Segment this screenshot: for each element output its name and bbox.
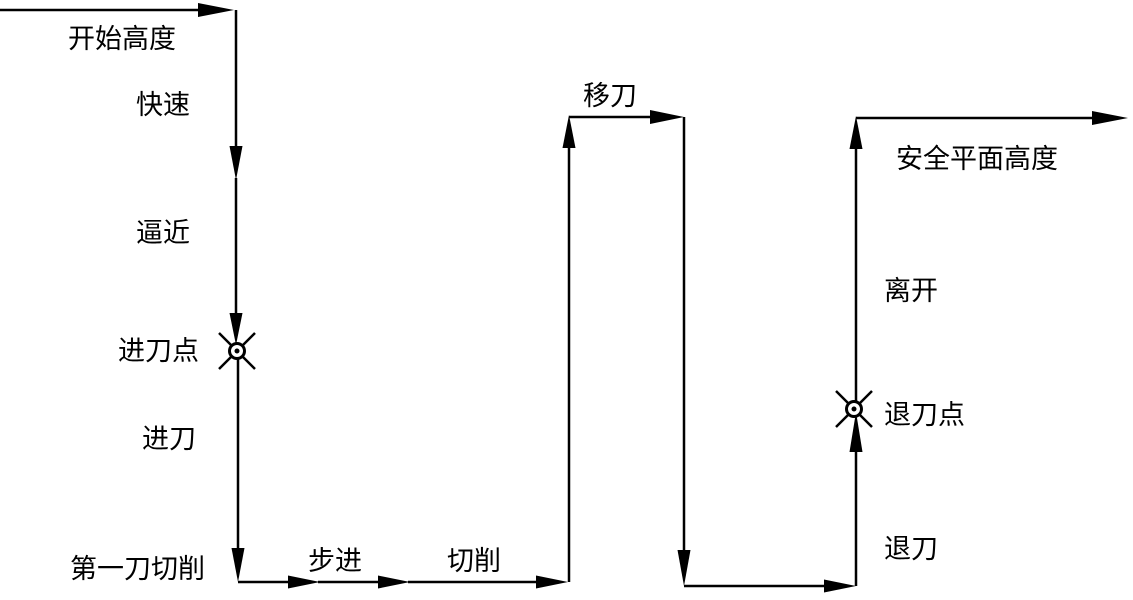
label-tool-move: 移刀	[583, 81, 637, 112]
arrow-up-retract	[849, 412, 863, 452]
label-entry-point: 进刀点	[118, 336, 199, 367]
label-retract: 退刀	[884, 534, 938, 565]
label-safe-plane-height: 安全平面高度	[896, 144, 1058, 175]
label-start-height: 开始高度	[68, 24, 176, 55]
label-rapid: 快速	[136, 90, 190, 121]
arrow-down-approach	[229, 313, 243, 345]
label-leave: 离开	[884, 276, 938, 307]
arrow-down-plunge	[231, 548, 245, 582]
diagram-labels: 开始高度 快速 逼近 进刀点 进刀 第一刀切削 步进 切削 移刀 安全平面高度 …	[68, 24, 1058, 585]
toolpath-lines	[0, 8, 1095, 588]
label-exit-point: 退刀点	[884, 400, 965, 431]
arrow-down-rapid	[229, 146, 243, 180]
arrow-right-cutting	[536, 575, 568, 589]
entry-point-marker	[218, 332, 256, 370]
exit-point-marker	[835, 390, 873, 428]
label-approach: 逼近	[136, 218, 190, 249]
arrow-right-safe-plane	[1092, 111, 1128, 125]
label-step-over: 步进	[308, 546, 362, 577]
label-cutting: 切削	[447, 546, 501, 577]
label-first-cut: 第一刀切削	[70, 554, 205, 585]
arrowheads	[198, 3, 1128, 593]
arrow-up-rise	[562, 115, 576, 148]
arrow-right-start	[198, 3, 234, 17]
arrow-up-leave	[849, 116, 863, 149]
arrow-right-step-over	[378, 575, 410, 589]
arrow-right-bottom	[824, 579, 856, 593]
arrow-down-drop	[677, 550, 691, 586]
arrow-right-tool-move	[650, 110, 684, 124]
label-plunge: 进刀	[142, 424, 196, 455]
arrow-right-first-cut	[288, 575, 320, 589]
